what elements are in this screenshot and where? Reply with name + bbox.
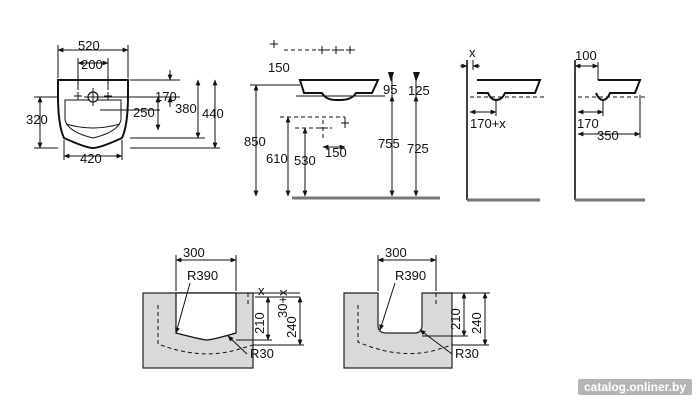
dim-380: 380 (175, 101, 197, 116)
cutout-view-2: 300 R390 210 240 R30 (343, 245, 490, 369)
dim-x-c1: x (258, 283, 265, 298)
dim-440: 440 (202, 106, 224, 121)
radius-390-c2: R390 (395, 268, 426, 283)
dim-width-total: 520 (78, 38, 100, 53)
dim-width-bottom: 420 (80, 151, 102, 166)
dim-depth-left: 320 (26, 112, 48, 127)
countertop-2 (343, 292, 453, 369)
dim-150-mid: 150 (325, 145, 347, 160)
top-view: 520 200 420 320 170 250 380 440 (26, 38, 224, 166)
watermark: catalog.onliner.by (577, 379, 692, 395)
basin-profile-2 (595, 79, 642, 102)
dim-width-holes: 200 (81, 57, 103, 72)
basin-inner-bowl (64, 99, 122, 139)
basin-inner-line (65, 123, 121, 129)
dim-170x: 170+x (470, 116, 506, 131)
faucet-hole-symbol (318, 46, 354, 54)
dim-610: 610 (266, 151, 288, 166)
dim-170-wall2: 170 (577, 116, 599, 131)
dim-210-c2: 210 (448, 308, 463, 330)
dim-300-c1: 300 (183, 245, 205, 260)
cutout-view-1: 300 R390 x 30+x 210 240 R30 (142, 245, 304, 369)
radius-30-c2: R30 (455, 346, 479, 361)
radius-390-c1: R390 (187, 268, 218, 283)
dim-725: 725 (407, 141, 429, 156)
basin-outline (57, 79, 129, 150)
dim-100: 100 (575, 48, 597, 63)
wall-view-1: x 170+x (460, 45, 545, 202)
basin-profile-1 (477, 79, 542, 102)
dim-240-c1: 240 (284, 316, 299, 338)
dim-850: 850 (244, 134, 266, 149)
dim-170: 170 (155, 89, 177, 104)
dim-95: 95 (383, 82, 397, 97)
dim-150-top: 150 (268, 60, 290, 75)
basin-profile (298, 79, 380, 101)
dim-30x-c1: 30+x (275, 289, 290, 318)
cutout-opening (175, 292, 237, 341)
dim-210-c1: 210 (252, 312, 267, 334)
dim-530: 530 (294, 153, 316, 168)
dim-300-c2: 300 (385, 245, 407, 260)
radius-30-c1: R30 (250, 346, 274, 361)
dim-250: 250 (133, 105, 155, 120)
dim-350: 350 (597, 128, 619, 143)
wall-view-2: 100 170 350 (574, 48, 645, 202)
dim-x: x (469, 45, 476, 60)
side-view: 150 95 125 850 610 530 150 755 (244, 40, 440, 200)
dim-125: 125 (408, 83, 430, 98)
dim-755: 755 (378, 136, 400, 151)
dim-240-c2: 240 (469, 312, 484, 334)
